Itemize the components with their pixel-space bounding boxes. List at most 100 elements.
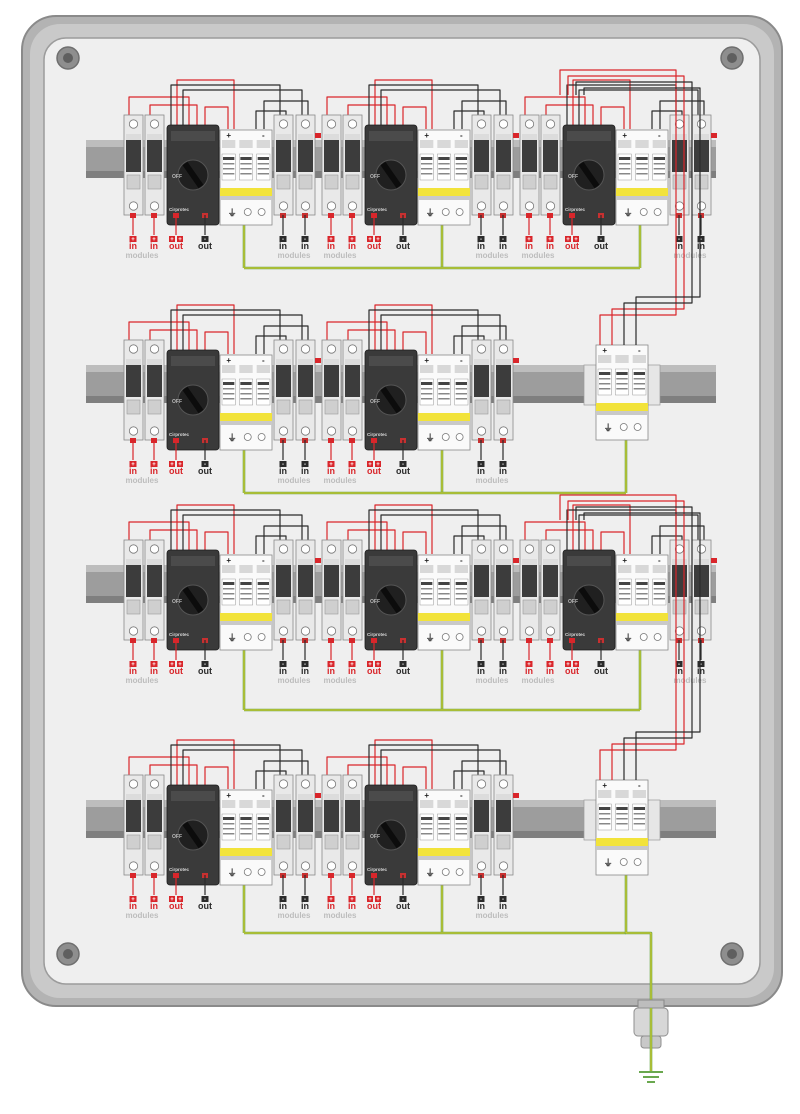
spd-text-line bbox=[223, 163, 235, 165]
terminal-screw-icon bbox=[257, 633, 266, 641]
spd-text-line bbox=[240, 393, 252, 395]
spd-text-line bbox=[619, 593, 631, 595]
fuse-cartridge bbox=[345, 134, 360, 172]
positive-wire bbox=[204, 331, 229, 354]
positive-wire bbox=[176, 504, 235, 554]
spd-brand-mark bbox=[636, 157, 648, 160]
fuse-window bbox=[324, 399, 339, 415]
polarity-sign: + bbox=[329, 237, 333, 243]
spd-text-line bbox=[240, 168, 252, 170]
spd-text-line bbox=[619, 168, 631, 170]
positive-wire bbox=[402, 766, 427, 789]
terminal-screw-icon bbox=[455, 868, 464, 876]
terminal-screw-icon bbox=[696, 544, 707, 554]
negative-wire bbox=[255, 770, 287, 789]
positive-wire bbox=[176, 304, 235, 354]
polarity-sign: + bbox=[527, 662, 531, 668]
terminal-screw-icon bbox=[243, 433, 252, 441]
spd-plus-label: + bbox=[226, 791, 231, 800]
polarity-sign: + bbox=[376, 662, 380, 668]
fuse-holder bbox=[273, 339, 294, 441]
out-label: out bbox=[198, 466, 212, 476]
terminal-screw-icon bbox=[300, 426, 311, 436]
terminal-screw-icon bbox=[441, 633, 450, 641]
surge-protector: +-⏚ bbox=[615, 554, 669, 651]
in-label: in bbox=[327, 466, 335, 476]
terminal-screw-icon bbox=[476, 779, 487, 789]
cable-gland bbox=[633, 999, 669, 1083]
ground-symbol-icon: ⏚ bbox=[426, 633, 435, 643]
mounting-hole-icon bbox=[720, 46, 744, 70]
switch-brand: Cirprotec bbox=[169, 432, 190, 437]
spd-text-line bbox=[599, 378, 611, 380]
polarity-sign: - bbox=[204, 237, 206, 243]
switch-top-terminals bbox=[567, 131, 611, 141]
unit-wiring bbox=[326, 304, 507, 354]
indicator bbox=[513, 793, 519, 798]
spd-terminal bbox=[239, 565, 253, 573]
spd-terminal bbox=[437, 365, 451, 373]
spd-text-line bbox=[438, 588, 450, 590]
polarity-sign: + bbox=[131, 897, 135, 903]
fuse-window bbox=[345, 834, 360, 850]
spd-brand-mark bbox=[653, 582, 665, 585]
fuse-holder bbox=[471, 339, 492, 441]
spd-terminal bbox=[420, 565, 434, 573]
fuse-cartridge bbox=[474, 559, 489, 597]
positive-wire bbox=[176, 739, 235, 789]
spd-terminal bbox=[437, 140, 451, 148]
fuse-window bbox=[126, 174, 141, 190]
fuse-cartridge bbox=[543, 134, 558, 172]
spd-text-line bbox=[421, 828, 433, 830]
spd-text-line bbox=[455, 588, 467, 590]
polarity-sign: + bbox=[152, 897, 156, 903]
combiner-unit: OFFCirprotec+-⏚+in+in++out-out-in-inmodu… bbox=[519, 79, 717, 260]
fuse-holder bbox=[295, 114, 316, 216]
out-label: out bbox=[169, 241, 183, 251]
combiner-unit: OFFCirprotec+-⏚+in+in++out-out-in-inmodu… bbox=[519, 504, 717, 685]
fuse-window bbox=[324, 834, 339, 850]
surge-protector: +-⏚ bbox=[219, 354, 273, 451]
fuse-holder bbox=[123, 539, 144, 641]
polarity-sign: + bbox=[566, 662, 570, 668]
spd-brand-mark bbox=[619, 582, 631, 585]
terminal-screw-icon bbox=[278, 344, 289, 354]
fuse-cartridge bbox=[126, 359, 141, 397]
spd-divider bbox=[220, 856, 272, 860]
fuse-holder bbox=[471, 774, 492, 876]
polarity-box bbox=[169, 896, 175, 902]
spd-text-line bbox=[421, 168, 433, 170]
polarity-sign: + bbox=[376, 237, 380, 243]
terminal-screw-icon bbox=[326, 344, 337, 354]
fuse-window bbox=[324, 174, 339, 190]
fuse-label-strip bbox=[298, 359, 313, 365]
spd-text-line bbox=[257, 828, 269, 830]
combiner-unit: OFFCirprotec+-⏚+in+in++out-out-in-inmodu… bbox=[321, 504, 519, 685]
combiner-unit: OFFCirprotec+-⏚+in+in++out-out-in-inmodu… bbox=[321, 79, 519, 260]
unit-wiring bbox=[326, 504, 507, 554]
terminal-screw-icon bbox=[278, 426, 289, 436]
spd-brand-mark bbox=[240, 582, 252, 585]
in-label: in bbox=[675, 666, 683, 676]
unit-wiring bbox=[128, 79, 309, 129]
fuse-cartridge bbox=[496, 794, 511, 832]
fuse-label-strip bbox=[522, 559, 537, 565]
terminal-screw-icon bbox=[149, 861, 160, 871]
modules-label: modules bbox=[278, 476, 311, 485]
polarity-sign: - bbox=[204, 897, 206, 903]
negative-wire bbox=[263, 525, 309, 554]
fuse-window bbox=[298, 834, 313, 850]
fuse-holder bbox=[144, 539, 165, 641]
terminal-screw-icon bbox=[498, 626, 509, 636]
polarity-box bbox=[477, 461, 485, 467]
spd-text-line bbox=[421, 593, 433, 595]
polarity-sign: - bbox=[304, 662, 306, 668]
polarity-box bbox=[201, 661, 209, 667]
fuse-cartridge bbox=[276, 359, 291, 397]
fuse-holder bbox=[321, 774, 342, 876]
positive-wire bbox=[347, 104, 396, 127]
fuse-holder bbox=[123, 114, 144, 216]
spd-text-line bbox=[438, 833, 450, 835]
